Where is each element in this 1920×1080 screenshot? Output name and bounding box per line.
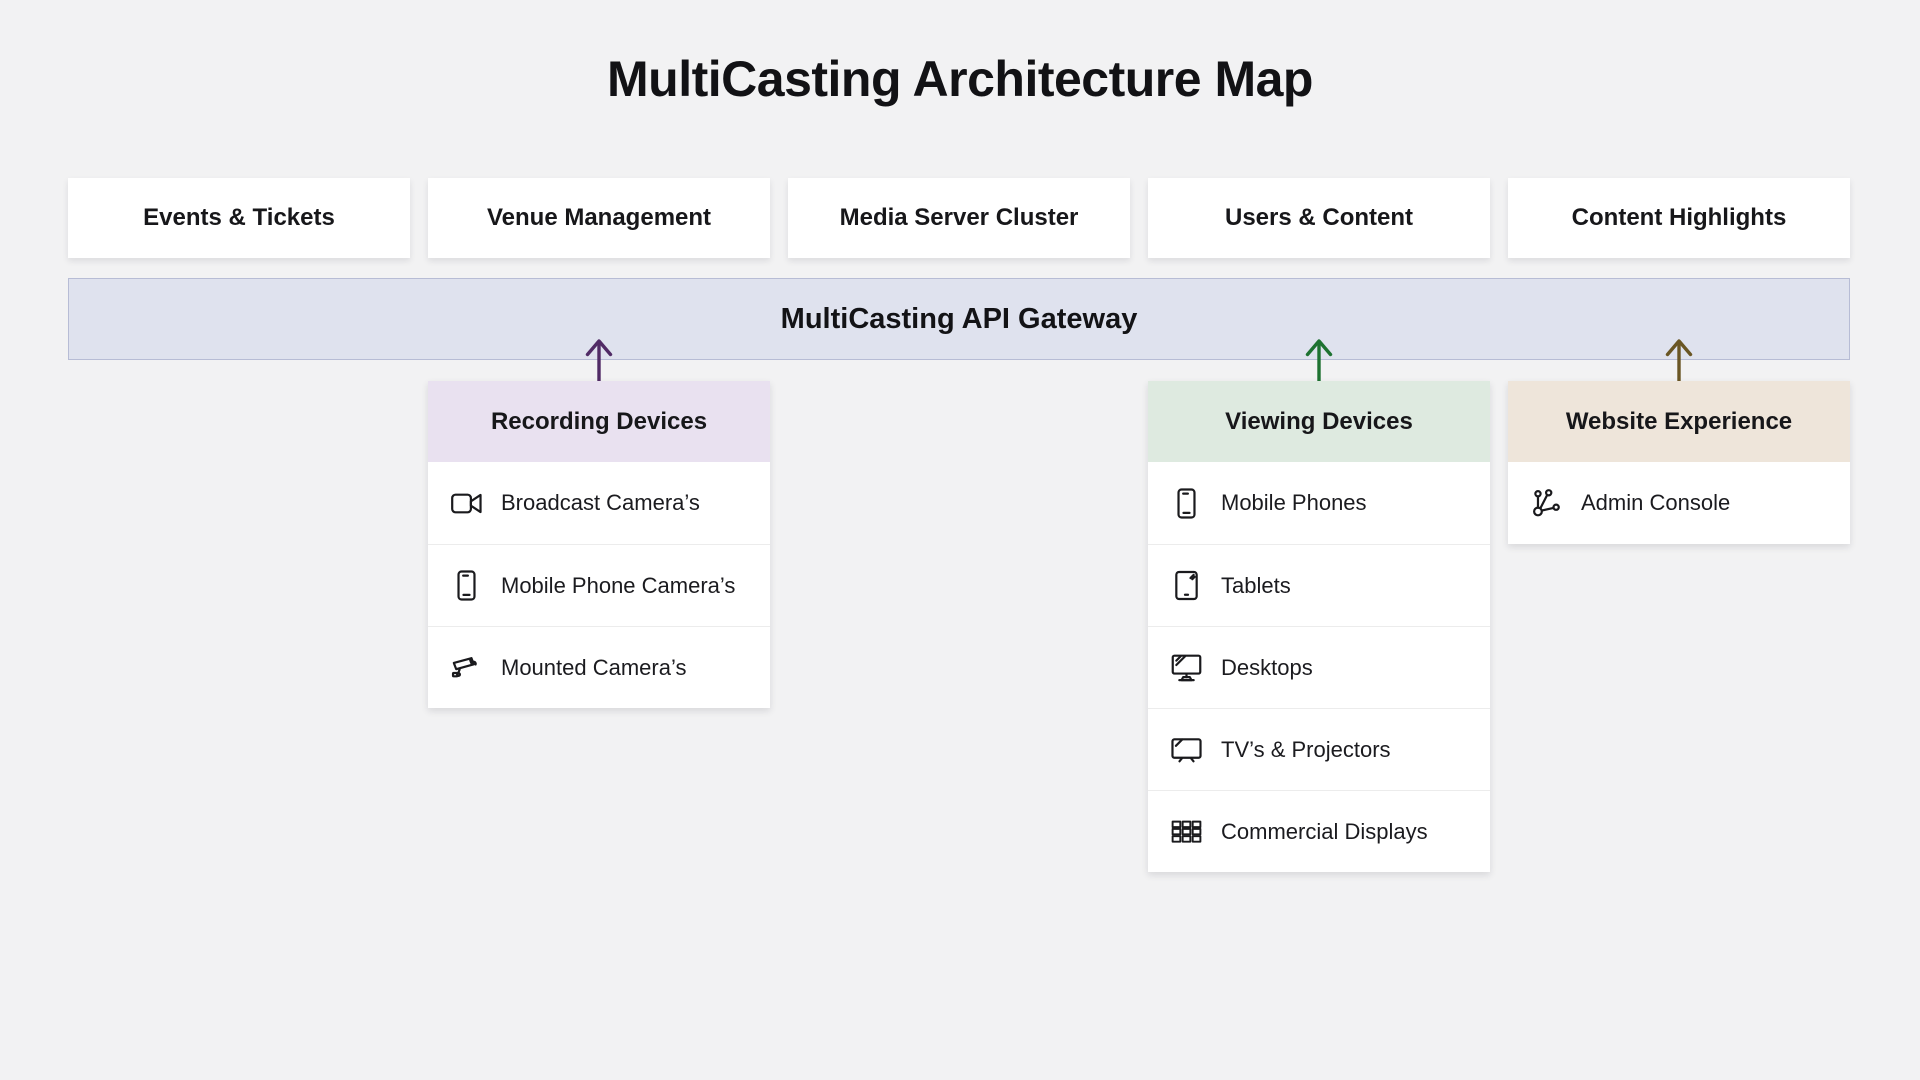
list-item-label: Broadcast Camera’s	[501, 490, 700, 515]
module-card-media-server-cluster[interactable]: Media Server Cluster	[788, 178, 1130, 258]
list-item-label: TV’s & Projectors	[1221, 736, 1391, 762]
section-title: Viewing Devices	[1225, 407, 1413, 435]
section-header-recording-devices[interactable]: Recording Devices	[428, 381, 770, 462]
desktop-icon	[1168, 650, 1204, 686]
list-item-label: Commercial Displays	[1221, 818, 1428, 844]
module-card-label: Users & Content	[1224, 204, 1414, 231]
list-item-label: Mobile Phone Camera’s	[501, 572, 736, 598]
list-item-label: Tablets	[1221, 572, 1291, 598]
video-camera-icon	[448, 485, 484, 521]
list-item-broadcast-cameras[interactable]: Broadcast Camera’s	[428, 462, 770, 544]
cctv-camera-icon	[448, 650, 484, 686]
tablet-icon	[1168, 568, 1204, 604]
section-viewing-devices: Viewing Devices Mobile Phones Tablets De…	[1148, 381, 1490, 872]
list-item-admin-console[interactable]: Admin Console	[1508, 462, 1850, 544]
module-card-label: Media Server Cluster	[839, 204, 1079, 231]
section-header-website-experience[interactable]: Website Experience	[1508, 381, 1850, 462]
module-card-events-tickets[interactable]: Events & Tickets	[68, 178, 410, 258]
tv-icon	[1168, 732, 1204, 768]
api-gateway-label: MultiCasting API Gateway	[780, 302, 1138, 335]
arrow-viewing-to-gateway	[1305, 339, 1333, 382]
list-item-label: Desktops	[1221, 654, 1313, 680]
list-item-tvs-projectors[interactable]: TV’s & Projectors	[1148, 708, 1490, 790]
section-title: Recording Devices	[490, 407, 708, 435]
module-card-label: Venue Management	[486, 204, 712, 231]
list-item-tablets[interactable]: Tablets	[1148, 544, 1490, 626]
smartphone-icon	[1168, 485, 1204, 521]
list-item-desktops[interactable]: Desktops	[1148, 626, 1490, 708]
list-item-mobile-phones[interactable]: Mobile Phones	[1148, 462, 1490, 544]
module-card-venue-management[interactable]: Venue Management	[428, 178, 770, 258]
list-item-label: Mounted Camera’s	[501, 654, 687, 680]
smartphone-icon	[448, 568, 484, 604]
list-item-label: Mobile Phones	[1221, 490, 1367, 515]
list-item-mounted-cameras[interactable]: Mounted Camera’s	[428, 626, 770, 708]
section-header-viewing-devices[interactable]: Viewing Devices	[1148, 381, 1490, 462]
module-card-users-content[interactable]: Users & Content	[1148, 178, 1490, 258]
list-item-commercial-displays[interactable]: Commercial Displays	[1148, 790, 1490, 872]
network-nodes-icon	[1528, 485, 1564, 521]
section-website-experience: Website Experience Admin Console	[1508, 381, 1850, 544]
section-recording-devices: Recording Devices Broadcast Camera’s Mob…	[428, 381, 770, 708]
video-wall-icon	[1168, 814, 1204, 850]
page-title: MultiCasting Architecture Map	[607, 51, 1313, 107]
section-title: Website Experience	[1565, 407, 1793, 435]
arrow-website-to-gateway	[1665, 339, 1693, 382]
module-card-label: Events & Tickets	[143, 204, 335, 231]
module-card-label: Content Highlights	[1571, 204, 1787, 231]
api-gateway-bar[interactable]: MultiCasting API Gateway	[68, 278, 1850, 360]
list-item-mobile-phone-cameras[interactable]: Mobile Phone Camera’s	[428, 544, 770, 626]
arrow-recording-to-gateway	[585, 339, 613, 382]
module-card-content-highlights[interactable]: Content Highlights	[1508, 178, 1850, 258]
list-item-label: Admin Console	[1581, 490, 1731, 515]
